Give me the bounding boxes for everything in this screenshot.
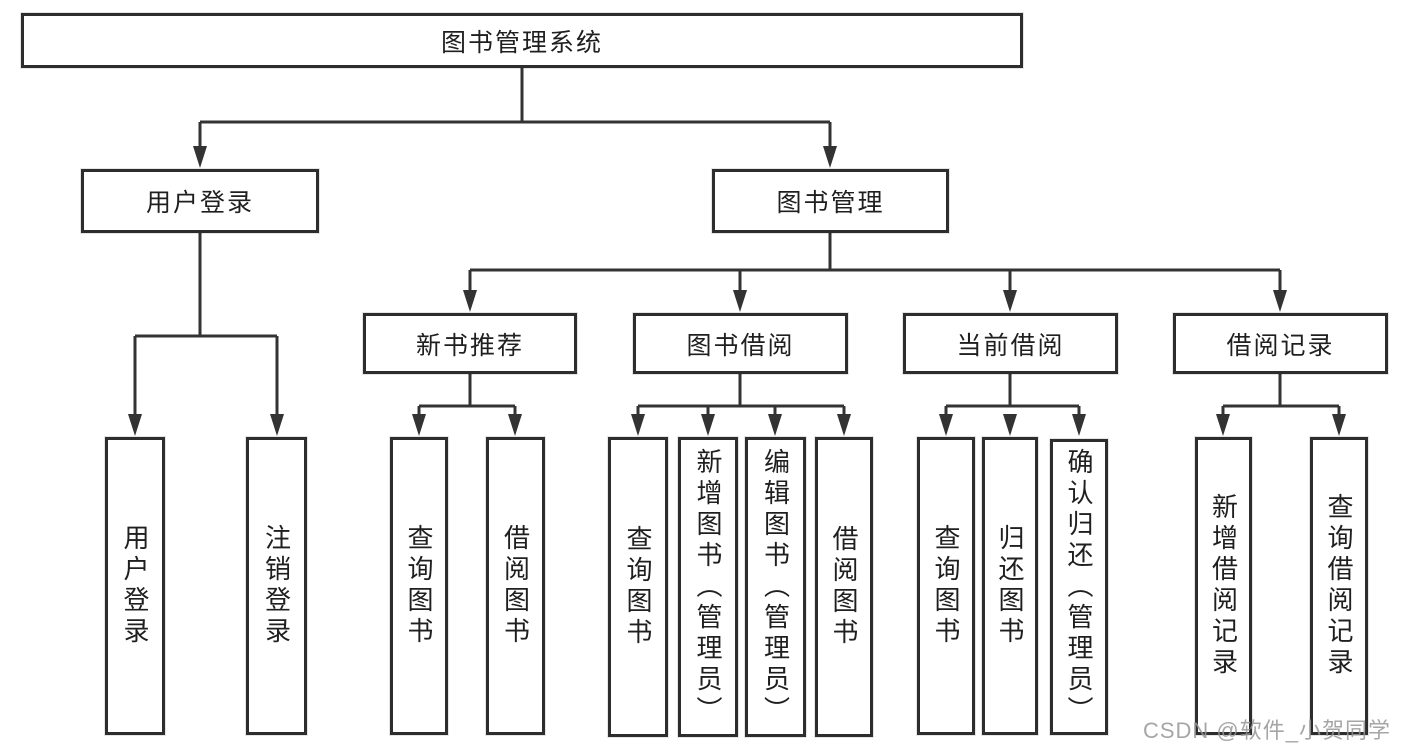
leaf-edit-book-admin: 编辑图书（管理员） — [745, 437, 806, 737]
leaf-confirm-return-admin: 确认归还（管理员） — [1050, 439, 1108, 735]
leaf-borrow-books: 借阅图书 — [815, 437, 873, 737]
leaf-query-books-borrow: 查询图书 — [608, 437, 668, 737]
leaf-return-book: 归还图书 — [982, 437, 1038, 735]
node-current-borrow: 当前借阅 — [903, 313, 1118, 374]
node-new-book-recommend: 新书推荐 — [363, 313, 577, 374]
watermark: CSDN @软件_小贺同学 — [1142, 718, 1391, 743]
leaf-query-borrow-record: 查询借阅记录 — [1310, 437, 1368, 735]
node-book-borrow: 图书借阅 — [633, 313, 848, 374]
node-library-system: 图书管理系统 — [21, 13, 1023, 68]
leaf-query-books-current: 查询图书 — [917, 437, 975, 735]
leaf-add-book-admin: 新增图书（管理员） — [678, 437, 738, 737]
node-user-login-branch: 用户登录 — [81, 169, 319, 233]
leaf-add-borrow-record: 新增借阅记录 — [1195, 437, 1252, 735]
node-borrow-records: 借阅记录 — [1173, 313, 1388, 374]
leaf-query-books-recommend: 查询图书 — [390, 437, 448, 735]
leaf-user-login: 用户登录 — [105, 437, 165, 735]
leaf-borrow-books-recommend: 借阅图书 — [486, 437, 545, 735]
leaf-logout: 注销登录 — [246, 437, 307, 735]
node-book-management-branch: 图书管理 — [712, 169, 949, 233]
